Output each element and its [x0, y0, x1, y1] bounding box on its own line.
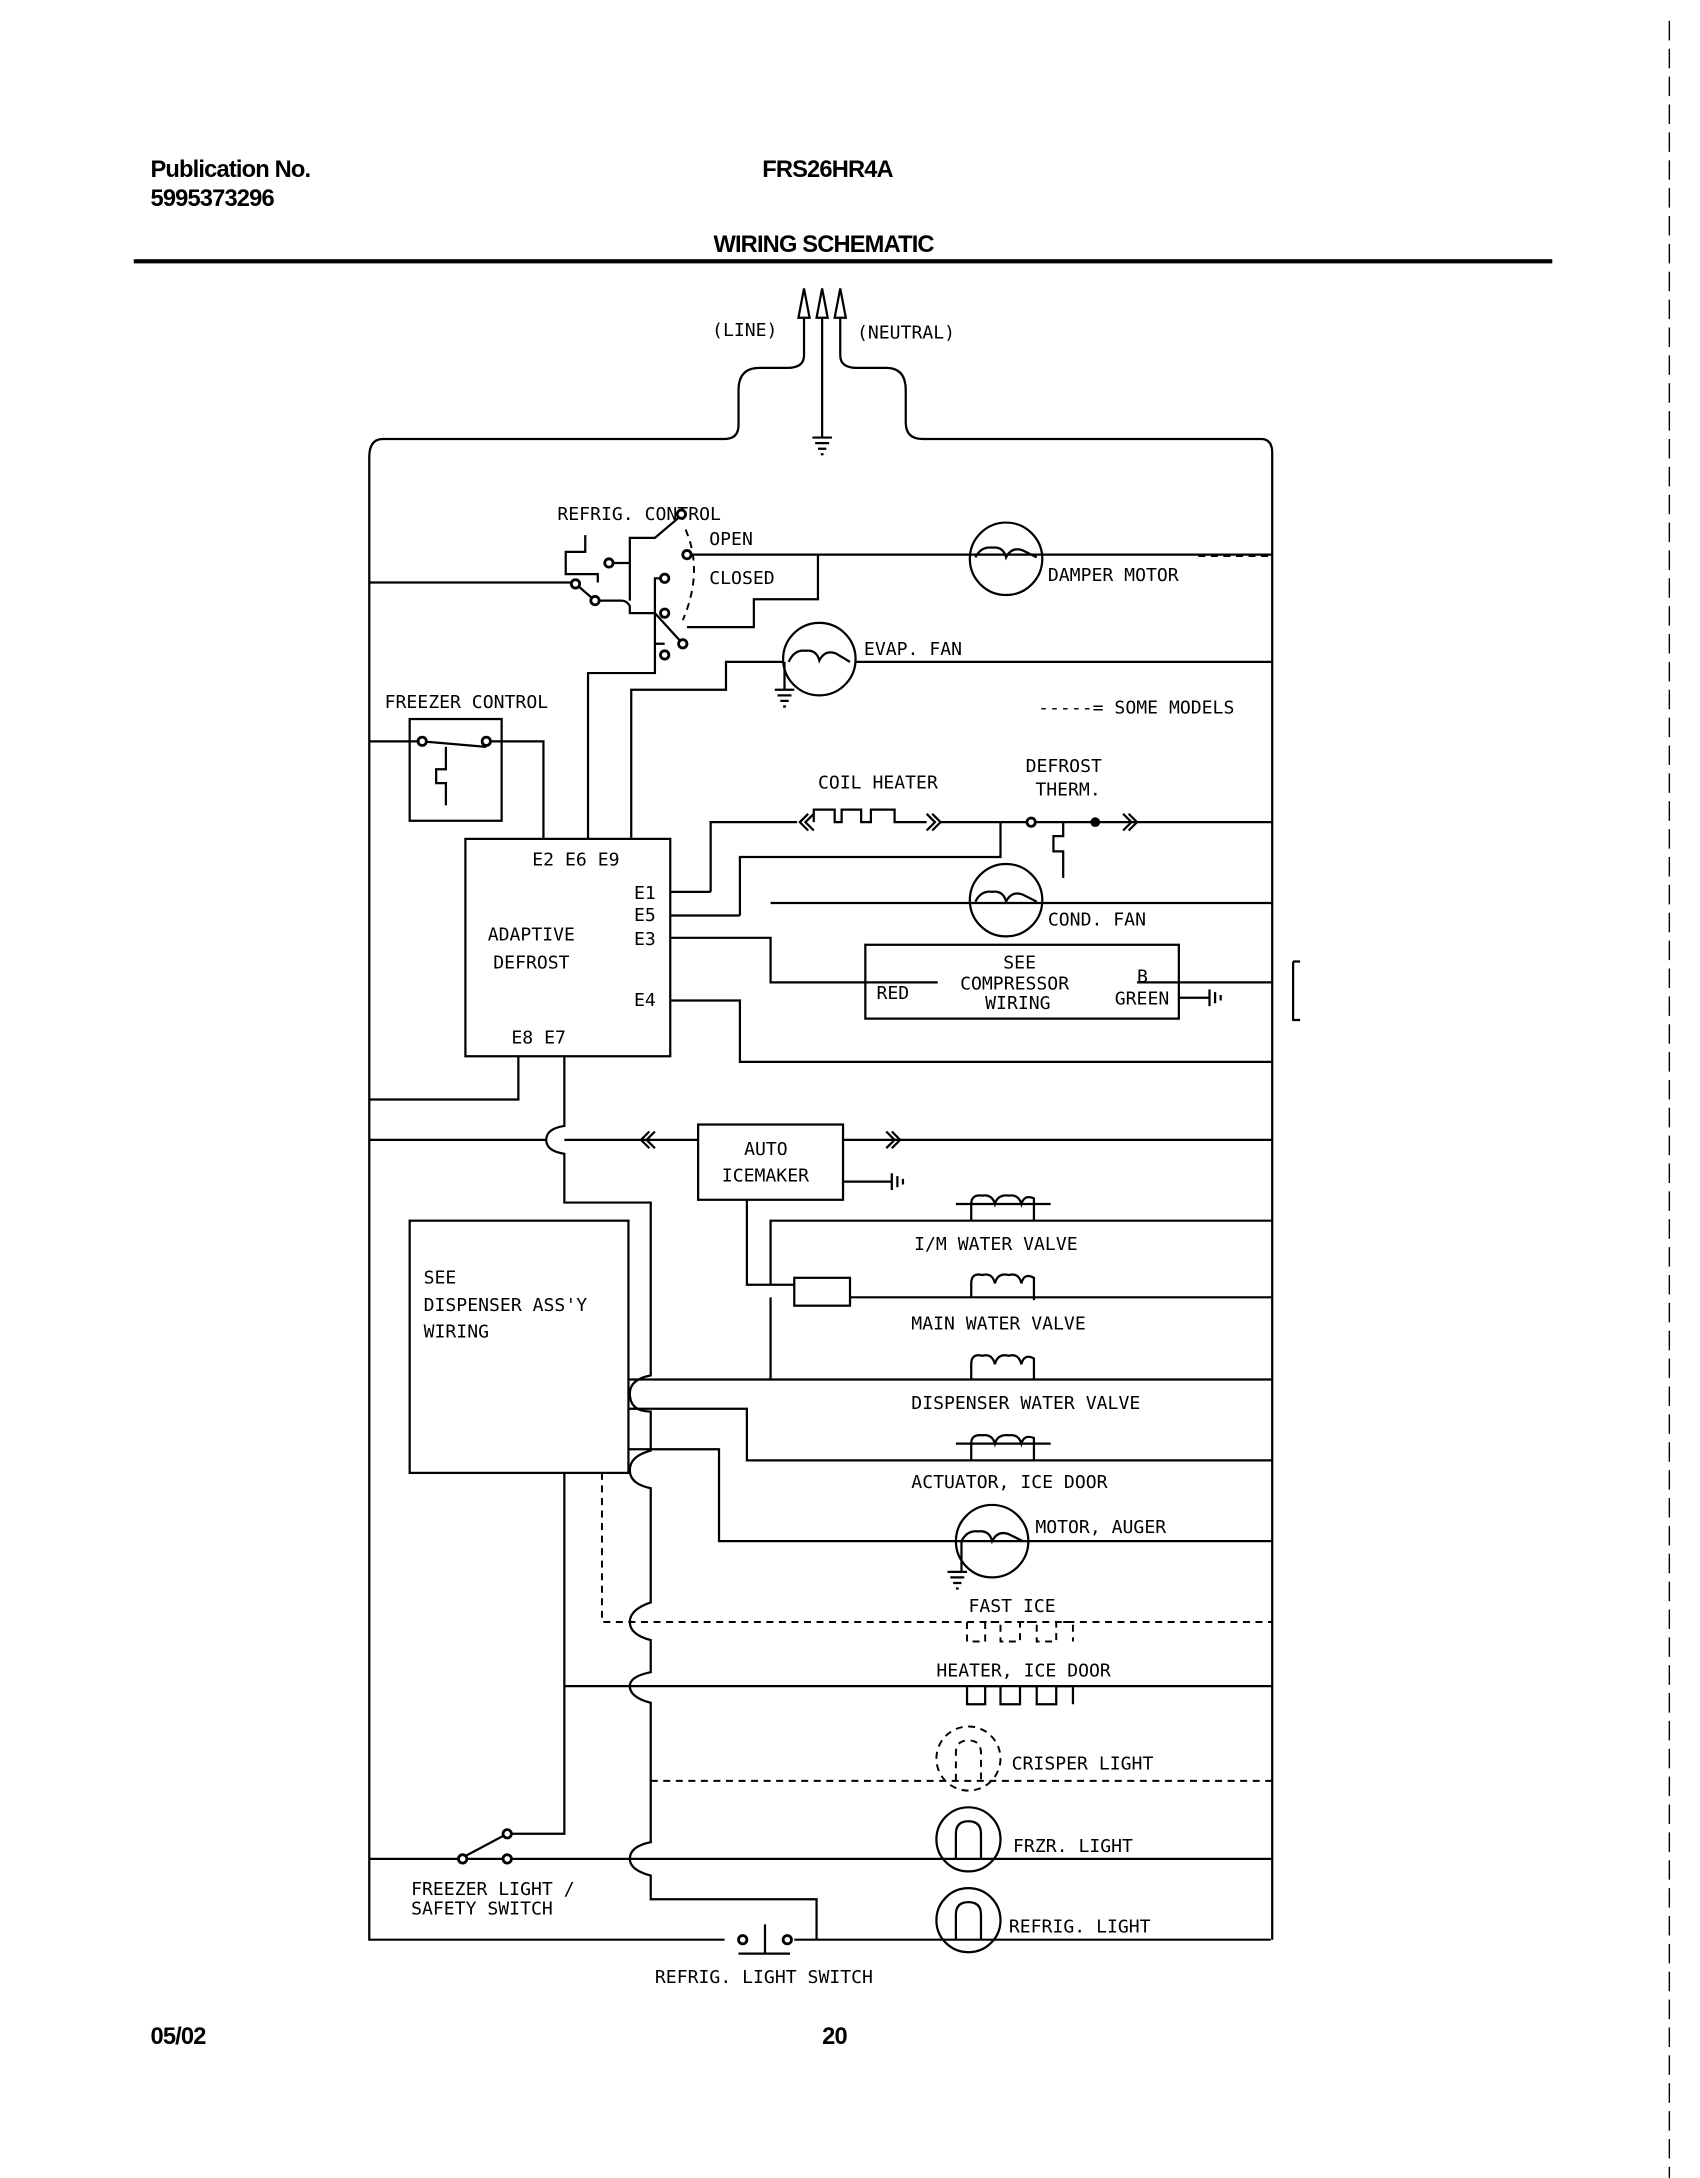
dispenser-label-3: WIRING: [424, 1322, 489, 1343]
ground-wire: [812, 317, 832, 456]
adaptive-defrost-label-2: DEFROST: [493, 952, 569, 973]
auto-icemaker-box: [697, 1123, 845, 1201]
dispenser-box: [408, 1219, 630, 1475]
freezer-switch-label-1: FREEZER LIGHT /: [411, 1879, 575, 1900]
publication-number: 5995373296: [150, 186, 274, 212]
terminal-e4: E4: [634, 990, 656, 1011]
refrig-light-icon: [935, 1887, 1002, 1954]
refrig-light-label: REFRIG. LIGHT: [1009, 1917, 1151, 1938]
dispenser-water-valve-icon: [970, 1354, 1036, 1380]
terminal-e3: E3: [634, 929, 656, 950]
some-models-legend: -----= SOME MODELS: [1038, 697, 1234, 718]
compressor-label-2: COMPRESSOR: [960, 973, 1069, 994]
cond-fan-icon: [968, 862, 1044, 938]
model-number: FRS26HR4A: [762, 157, 893, 183]
actuator-ice-door-icon: [955, 1433, 1051, 1461]
frzr-light-label: FRZR. LIGHT: [1013, 1836, 1133, 1857]
terminals-bottom: E8 E7: [511, 1028, 566, 1049]
refrig-control-label: REFRIG. CONTROL: [557, 504, 721, 525]
refrig-light-switch-icon: [724, 1924, 795, 1955]
plug-arrows-icon: [797, 288, 848, 319]
line-wire: [368, 317, 1271, 1941]
neutral-label: (NEUTRAL): [857, 323, 955, 344]
defrost-therm-label-2: THERM.: [1035, 780, 1100, 801]
crisper-light-icon: [935, 1725, 1002, 1792]
terminal-e5: E5: [634, 905, 656, 926]
dispenser-label-2: DISPENSER ASS'Y: [424, 1295, 588, 1316]
fast-ice-label: FAST ICE: [968, 1596, 1055, 1617]
damper-motor-icon: [968, 521, 1044, 597]
heater-ice-door-label: HEATER, ICE DOOR: [936, 1660, 1111, 1681]
evap-fan-icon: [774, 621, 857, 708]
icemaker-label-2: ICEMAKER: [722, 1166, 809, 1187]
heater-ice-door-icon: [965, 1684, 1075, 1706]
im-water-valve-icon: [955, 1194, 1051, 1221]
schematic: (LINE) (NEUTRAL) REFRIG. CONTROL OPEN CL…: [368, 288, 1301, 1988]
actuator-ice-door-label: ACTUATOR, ICE DOOR: [911, 1472, 1107, 1493]
evap-fan-label: EVAP. FAN: [864, 639, 962, 660]
footer-date: 05/02: [150, 2024, 206, 2050]
neutral-wire: [839, 317, 1274, 1940]
page-number: 20: [822, 2024, 847, 2050]
terminals-top: E2 E6 E9: [532, 849, 619, 870]
main-water-valve-icon: [970, 1273, 1036, 1301]
frzr-light-icon: [935, 1806, 1002, 1873]
adaptive-defrost-box: [464, 837, 672, 1058]
motor-auger-label: MOTOR, AUGER: [1035, 1517, 1166, 1538]
red-wire-label: RED: [876, 983, 909, 1004]
open-label: OPEN: [709, 529, 753, 550]
crisper-light-label: CRISPER LIGHT: [1012, 1754, 1154, 1775]
terminal-e1: E1: [634, 883, 656, 904]
header-rule: [133, 259, 1553, 264]
compressor-label-3: WIRING: [985, 993, 1050, 1014]
connector-icon: [793, 1276, 852, 1307]
b-label: B: [1137, 966, 1148, 987]
main-water-valve-label: MAIN WATER VALVE: [911, 1313, 1085, 1334]
im-water-valve-label: I/M WATER VALVE: [914, 1234, 1078, 1255]
coil-heater-label: COIL HEATER: [818, 773, 938, 794]
defrost-therm-label-1: DEFROST: [1026, 756, 1102, 777]
publication-label: Publication No.: [150, 157, 310, 183]
cond-fan-label: COND. FAN: [1048, 909, 1146, 930]
icemaker-label-1: AUTO: [744, 1139, 788, 1160]
compressor-label-1: SEE: [1003, 952, 1036, 973]
dispenser-water-valve-label: DISPENSER WATER VALVE: [911, 1393, 1140, 1414]
freezer-switch-label-2: SAFETY SWITCH: [411, 1899, 553, 1920]
line-label: (LINE): [712, 320, 777, 341]
damper-motor-label: DAMPER MOTOR: [1048, 565, 1179, 586]
green-wire-label: GREEN: [1115, 989, 1170, 1010]
coil-heater-icon: [709, 808, 1273, 892]
freezer-control-label: FREEZER CONTROL: [385, 692, 549, 713]
refrig-light-switch-label: REFRIG. LIGHT SWITCH: [655, 1967, 873, 1988]
fast-ice-heater-icon: [966, 1621, 1074, 1643]
dispenser-label-1: SEE: [424, 1267, 457, 1288]
closed-label: CLOSED: [709, 568, 774, 589]
adaptive-defrost-label-1: ADAPTIVE: [488, 925, 575, 946]
freezer-control-box: [408, 717, 503, 822]
refrig-control-contacts: [569, 508, 693, 661]
page-title: WIRING SCHEMATIC: [713, 232, 934, 258]
motor-auger-icon: [947, 1503, 1030, 1590]
